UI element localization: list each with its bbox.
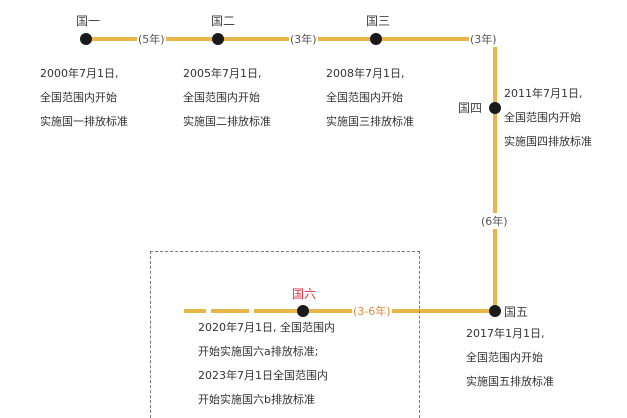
- stage-desc-guo4: 2011年7月1日, 全国范围内开始 实施国四排放标准: [504, 87, 592, 148]
- duration-label-2: (3年): [289, 31, 318, 47]
- stage-label-guo6: 国六: [292, 287, 317, 301]
- stage-marker-guo3: [370, 33, 382, 45]
- duration-label-3: (3年): [469, 31, 498, 47]
- stage-marker-guo2: [212, 33, 224, 45]
- duration-label-1: (5年): [137, 31, 166, 47]
- timeline-dash-2: [211, 309, 249, 313]
- stage-label-guo3: 国三: [366, 14, 391, 28]
- timeline-right-line: [493, 37, 497, 311]
- future-standard-box: [150, 251, 420, 418]
- timeline-dash-3: [254, 309, 304, 313]
- stage-desc-guo3: 2008年7月1日, 全国范围内开始 实施国三排放标准: [326, 67, 414, 128]
- stage-label-guo1: 国一: [76, 14, 101, 28]
- stage-desc-guo6: 2020年7月1日, 全国范围内 开始实施国六a排放标准; 2023年7月1日全…: [198, 321, 335, 406]
- stage-desc-guo5: 2017年1月1日, 全国范围内开始 实施国五排放标准: [466, 327, 554, 388]
- timeline-dash-1: [184, 309, 206, 313]
- duration-label-4: (6年): [480, 213, 509, 229]
- timeline-bottom-line: [300, 309, 497, 313]
- stage-marker-guo5: [489, 305, 501, 317]
- stage-label-guo5: 国五: [504, 305, 529, 319]
- stage-marker-guo6: [297, 305, 309, 317]
- stage-marker-guo1: [80, 33, 92, 45]
- stage-desc-guo2: 2005年7月1日, 全国范围内开始 实施国二排放标准: [183, 67, 271, 128]
- stage-label-guo4: 国四: [458, 101, 483, 115]
- stage-label-guo2: 国二: [211, 14, 236, 28]
- stage-desc-guo1: 2000年7月1日, 全国范围内开始 实施国一排放标准: [40, 67, 128, 128]
- stage-marker-guo4: [489, 102, 501, 114]
- duration-label-5: (3-6年): [352, 303, 392, 319]
